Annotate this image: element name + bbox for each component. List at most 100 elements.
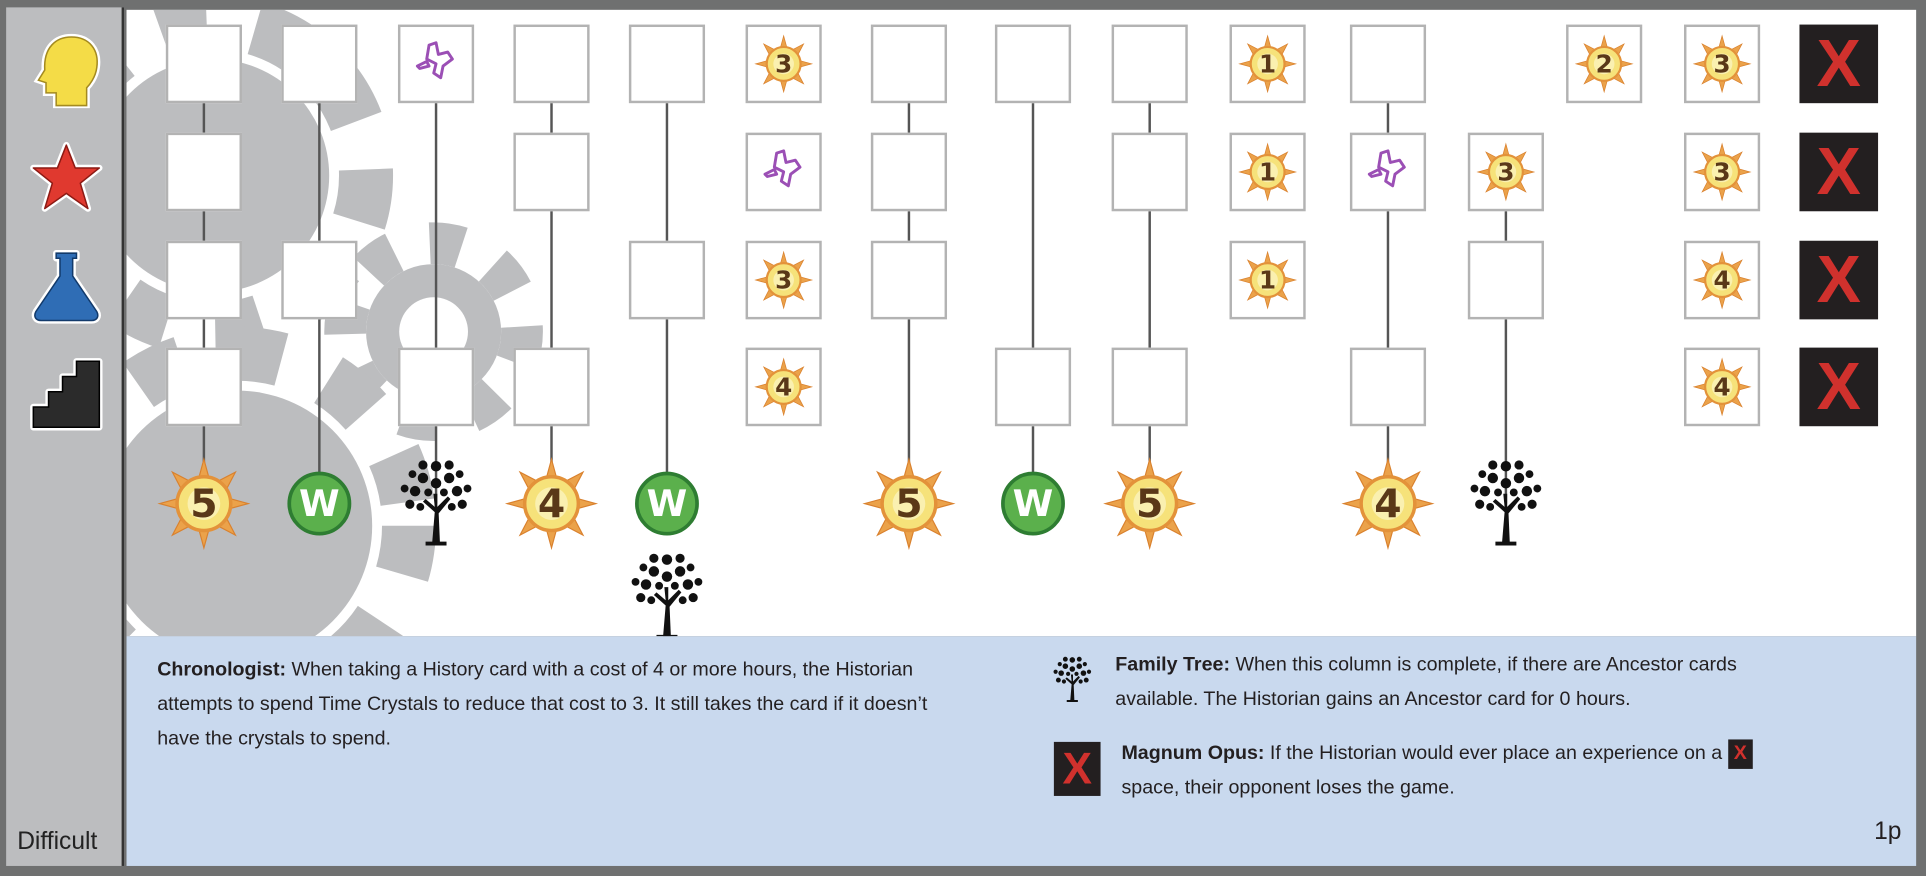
- head-icon: [33, 33, 101, 109]
- column-reward: 4: [1341, 457, 1434, 550]
- experience-space[interactable]: 3: [1683, 24, 1761, 104]
- magnum-opus-rule: Magnum Opus: If the Historian would ever…: [1121, 737, 1809, 806]
- sun-token-icon: 5: [1103, 457, 1196, 550]
- sun-token-icon: 1: [1238, 251, 1297, 310]
- sun-token-icon: 2: [1575, 34, 1634, 93]
- inline-x-icon: X: [1727, 739, 1754, 769]
- experience-space[interactable]: [994, 24, 1072, 104]
- sun-value: 3: [1713, 157, 1731, 187]
- experience-space[interactable]: 1: [1229, 24, 1306, 104]
- experience-space[interactable]: [1467, 240, 1544, 320]
- column-reward: 5: [862, 457, 955, 550]
- sun-value: 1: [1259, 157, 1277, 187]
- sun-value: 4: [1713, 265, 1731, 295]
- experience-space[interactable]: 4: [1683, 240, 1761, 320]
- experience-space[interactable]: [513, 24, 590, 104]
- experience-space[interactable]: [513, 347, 590, 427]
- column-extra-reward: [620, 550, 713, 636]
- experience-space[interactable]: [397, 24, 475, 104]
- experience-space[interactable]: [870, 240, 948, 320]
- w-token-icon: W: [635, 471, 699, 536]
- family-tree-text: When this column is complete, if there a…: [1115, 654, 1737, 710]
- column-reward: W: [986, 457, 1079, 550]
- experience-space[interactable]: [513, 132, 590, 212]
- chronologist-rule: Chronologist: When taking a History card…: [157, 653, 943, 756]
- experience-space[interactable]: [165, 24, 242, 104]
- track-line: [1148, 63, 1151, 504]
- experience-space[interactable]: 3: [745, 240, 822, 320]
- chronologist-title: Chronologist:: [157, 659, 287, 681]
- family-tree-icon: [1051, 653, 1093, 702]
- experience-space[interactable]: 4: [1683, 347, 1761, 427]
- experience-space[interactable]: [397, 347, 475, 427]
- experience-space[interactable]: [994, 347, 1072, 427]
- experience-space[interactable]: [1349, 132, 1427, 212]
- sun-value: 4: [775, 372, 793, 402]
- experience-space[interactable]: 4: [745, 347, 822, 427]
- time-crystal-icon: [413, 37, 460, 90]
- experience-space[interactable]: [628, 24, 706, 104]
- blocked-space[interactable]: X: [1799, 24, 1879, 104]
- experience-space[interactable]: 3: [1467, 132, 1544, 212]
- experience-space[interactable]: [745, 132, 822, 212]
- sun-value: 1: [1259, 265, 1277, 295]
- sun-token-icon: 3: [1693, 142, 1752, 201]
- sun-token-icon: 3: [1693, 34, 1752, 93]
- blocked-space[interactable]: X: [1799, 347, 1879, 427]
- track-line: [1032, 63, 1034, 504]
- column-reward: [1459, 457, 1552, 550]
- experience-space[interactable]: [1111, 24, 1188, 104]
- experience-space[interactable]: [165, 347, 242, 427]
- sun-token-icon: 1: [1238, 34, 1297, 93]
- w-token-icon: W: [1001, 471, 1065, 536]
- experience-space[interactable]: [1111, 132, 1188, 212]
- experience-space[interactable]: [165, 240, 242, 320]
- sun-token-icon: 4: [754, 357, 813, 416]
- sun-token-icon: 5: [862, 457, 955, 550]
- sidebar: Difficult: [6, 7, 125, 866]
- experience-space[interactable]: 1: [1229, 132, 1306, 212]
- column-reward: 4: [505, 457, 598, 550]
- sun-token-icon: 4: [1341, 457, 1434, 550]
- sun-value: 2: [1595, 49, 1613, 79]
- experience-space[interactable]: [165, 132, 242, 212]
- sun-value: 5: [190, 480, 218, 527]
- tree-icon: [1467, 455, 1546, 553]
- experience-space[interactable]: [870, 132, 948, 212]
- magnum-opus-text: If the Historian would ever place an exp…: [1264, 743, 1728, 765]
- experience-space[interactable]: 2: [1566, 24, 1643, 104]
- blocked-space[interactable]: X: [1799, 132, 1879, 212]
- sun-value: 3: [1497, 157, 1515, 187]
- experience-space[interactable]: [281, 240, 358, 320]
- experience-space[interactable]: [628, 240, 706, 320]
- track-line: [1504, 171, 1507, 504]
- sun-value: 4: [537, 480, 566, 527]
- rules-panel: Chronologist: When taking a History card…: [126, 636, 1917, 866]
- sun-value: 3: [775, 265, 793, 295]
- experience-space[interactable]: 3: [745, 24, 822, 104]
- sun-value: 4: [1713, 372, 1731, 402]
- experience-space[interactable]: [281, 24, 358, 104]
- sun-value: 3: [775, 49, 793, 79]
- sun-value: 1: [1259, 49, 1277, 79]
- family-tree-rule: Family Tree: When this column is complet…: [1115, 649, 1778, 718]
- column-reward: 5: [157, 457, 250, 550]
- star-icon: [30, 141, 103, 212]
- column-reward: 5: [1103, 457, 1196, 550]
- experience-space[interactable]: [1349, 347, 1427, 427]
- blocked-space[interactable]: X: [1799, 240, 1879, 320]
- experience-space[interactable]: [1349, 24, 1427, 104]
- experience-space[interactable]: [1111, 347, 1188, 427]
- sun-value: 3: [1713, 49, 1731, 79]
- stairs-icon: [30, 358, 103, 431]
- family-tree-title: Family Tree:: [1115, 654, 1230, 676]
- experience-space[interactable]: 3: [1683, 132, 1761, 212]
- experience-space[interactable]: 1: [1229, 240, 1306, 320]
- track-line: [550, 63, 553, 504]
- magnum-opus-text-end: space, their opponent loses the game.: [1121, 777, 1455, 799]
- sun-token-icon: 3: [754, 251, 813, 310]
- sun-token-icon: 5: [157, 457, 250, 550]
- sun-token-icon: 4: [505, 457, 598, 550]
- experience-space[interactable]: [870, 24, 948, 104]
